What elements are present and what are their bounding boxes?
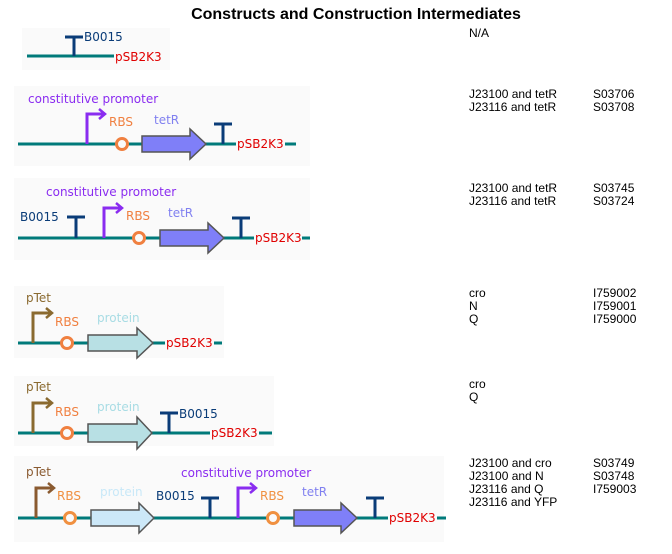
page-title-text: Constructs and Construction Intermediate…	[191, 6, 521, 23]
info-name: J23116 and tetR	[469, 100, 557, 114]
promoter-arrow-icon	[34, 482, 56, 518]
rbs2-icon	[266, 511, 280, 525]
info-name: Q	[469, 390, 479, 404]
promoter-arrow-icon	[31, 307, 54, 343]
plasmid-label: pSB2K3	[237, 137, 284, 151]
plasmid-label: pSB2K3	[166, 336, 213, 350]
promoter-label: constitutive promoter	[46, 185, 176, 199]
plasmid-label: pSB2K3	[115, 50, 162, 64]
terminator-label: B0015	[179, 407, 218, 421]
gene-arrow-icon	[90, 501, 156, 535]
promoter-label: pTet	[26, 291, 51, 305]
rbs-label: RBS	[57, 489, 81, 503]
rbs-icon	[60, 426, 74, 440]
info-code: S03724	[593, 194, 635, 208]
info-name: N	[469, 299, 478, 313]
gene-arrow-icon	[159, 221, 226, 255]
rbs-label: RBS	[126, 209, 150, 223]
info-name: J23116 and Q	[469, 482, 544, 496]
gene-label: tetR	[168, 206, 193, 220]
info-code: I759000	[593, 312, 637, 326]
gene-label: protein	[97, 400, 140, 414]
info-code: I759003	[593, 482, 637, 496]
info-code: I759002	[593, 286, 637, 300]
info-name: cro	[469, 286, 486, 300]
info-code: S03748	[593, 469, 635, 483]
info-code: S03745	[593, 181, 635, 195]
terminator-icon	[201, 496, 219, 518]
plasmid-label: pSB2K3	[389, 511, 436, 525]
construct-2: constitutive promoter RBS tetR pSB2K3	[18, 92, 296, 161]
terminator-icon	[160, 411, 178, 433]
promoter-arrow-icon	[85, 108, 107, 144]
info-code: S03706	[593, 87, 635, 101]
info-name: cro	[469, 377, 486, 391]
promoter-arrow-icon	[31, 397, 54, 433]
terminator-label: B0015	[20, 210, 59, 224]
info-name: J23100 and N	[469, 469, 544, 483]
info-name: N/A	[469, 26, 490, 40]
promoter2-label: constitutive promoter	[181, 466, 311, 480]
gene-label: tetR	[154, 113, 179, 127]
construct-1-panel	[22, 28, 170, 70]
gene-label: protein	[100, 485, 143, 499]
info-name: J23100 and cro	[469, 456, 552, 470]
info-name: Q	[469, 312, 479, 326]
info-code: S03708	[593, 100, 635, 114]
rbs-icon	[115, 137, 129, 151]
promoter-arrow-icon	[102, 202, 124, 238]
plasmid-label: pSB2K3	[211, 426, 258, 440]
terminator-label: B0015	[156, 489, 195, 503]
construct-6: pTet RBS protein B0015 constitutive prom…	[18, 465, 446, 535]
terminator2-icon	[366, 496, 384, 518]
info-code: S03749	[593, 456, 635, 470]
rbs-icon	[63, 511, 77, 525]
promoter-label: constitutive promoter	[28, 92, 158, 106]
info-name: J23100 and tetR	[469, 87, 558, 101]
rbs-label: RBS	[109, 115, 133, 129]
terminator-icon	[232, 216, 250, 238]
gene2-arrow-icon	[293, 501, 359, 535]
construct-3: B0015 constitutive promoter RBS tetR pSB…	[18, 185, 310, 255]
gene2-label: tetR	[302, 485, 327, 499]
terminator-label: B0015	[84, 30, 123, 44]
plasmid-label: pSB2K3	[255, 231, 302, 245]
page-title: Constructs and Construction Intermediate…	[0, 6, 672, 24]
info-name: J23116 and tetR	[469, 194, 557, 208]
promoter-label: pTet	[26, 380, 51, 394]
promoter2-arrow-icon	[236, 482, 258, 518]
construct-1: B0015 pSB2K3	[27, 30, 162, 64]
construct-4: pTet RBS protein pSB2K3	[18, 291, 222, 360]
gene-label: protein	[97, 311, 140, 325]
construct-5: pTet RBS protein B0015 pSB2K3	[18, 380, 272, 451]
info-name: J23116 and YFP	[469, 495, 558, 509]
terminator-icon	[67, 215, 85, 238]
rbs-label: RBS	[55, 315, 79, 329]
rbs-label: RBS	[55, 405, 79, 419]
gene-arrow-icon	[87, 415, 154, 451]
gene-arrow-icon	[141, 127, 208, 161]
terminator-icon	[65, 35, 83, 56]
terminator-icon	[214, 122, 232, 144]
info-name: J23100 and tetR	[469, 181, 558, 195]
promoter-label: pTet	[26, 465, 51, 479]
rbs-icon	[132, 231, 146, 245]
gene-arrow-icon	[87, 326, 155, 360]
info-code: I759001	[593, 299, 637, 313]
rbs-icon	[60, 336, 74, 350]
rbs2-label: RBS	[260, 489, 284, 503]
